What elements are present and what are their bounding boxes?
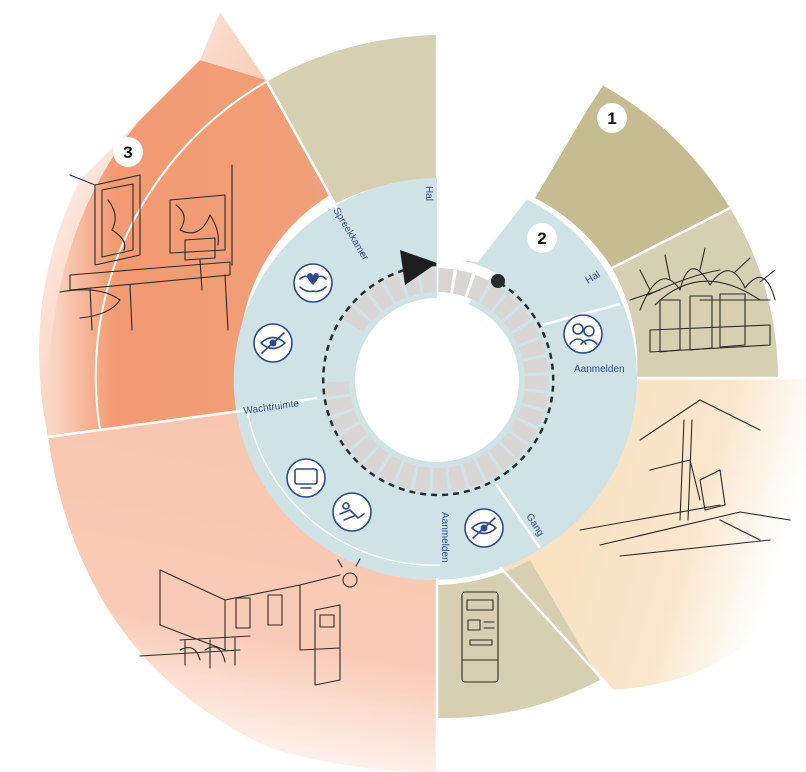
ring-gap: [437, 177, 528, 262]
progress-segment: [384, 274, 407, 303]
svg-text:3: 3: [123, 143, 132, 162]
progress-segment: [368, 282, 394, 311]
sector-peach-corridor: [500, 378, 806, 690]
progress-segment: [480, 282, 506, 311]
start-dot: [491, 274, 505, 288]
progress-segment: [516, 405, 545, 427]
progress-segment: [419, 268, 436, 294]
sketch-consult-room: [59, 164, 233, 331]
sector-sand-light-right: [612, 208, 778, 378]
progress-segment: [342, 306, 371, 333]
sketch-kiosk: [461, 591, 499, 683]
marker-2: 2: [527, 223, 557, 253]
svg-text:1: 1: [607, 109, 616, 128]
progress-segment: [395, 461, 417, 489]
progress-segment: [339, 423, 368, 449]
progress-segment: [452, 269, 473, 297]
tv-icon: [286, 458, 326, 498]
progress-segment: [432, 467, 448, 492]
progress-segment: [331, 410, 360, 433]
progress-segment: [438, 268, 454, 293]
progress-segment: [521, 391, 549, 410]
progress-segment: [512, 321, 540, 345]
progress-segment: [492, 293, 520, 321]
progress-segment: [489, 443, 516, 471]
sector-dividers: [47, 35, 806, 772]
progress-segment: [325, 381, 351, 398]
label-aanmelden-bottom: Aanmelden: [439, 512, 450, 563]
progress-segment: [524, 375, 550, 391]
progress-segment: [523, 356, 549, 374]
progress-segment: [363, 446, 390, 474]
progress-segment: [350, 435, 378, 463]
marker-1: 1: [597, 103, 627, 133]
care-heart-icon: [293, 263, 333, 303]
sector-salmon-waiting-area: [48, 410, 437, 772]
progress-segment: [503, 306, 531, 332]
progress-segment: [467, 274, 490, 303]
progress-segment: [500, 431, 528, 458]
label-hal-top: Hal: [423, 186, 434, 201]
relax-icon: [332, 492, 372, 532]
marker-3: 3: [113, 137, 143, 167]
inner-ring-main: [236, 177, 638, 579]
sketch-waiting-room: [139, 558, 361, 686]
hidden-eye-icon-bottom: [464, 508, 504, 548]
sector-sand-dark-1: [535, 85, 730, 268]
center-hole: [355, 298, 519, 462]
progress-dashed-track: [321, 263, 555, 497]
progress-segment: [354, 293, 381, 321]
progress-segments: [325, 268, 550, 492]
progress-segment: [326, 396, 354, 416]
progress-segment: [518, 338, 546, 359]
group-icon: [563, 314, 603, 354]
sector-orange-outer: [39, 12, 266, 437]
progress-segment: [509, 419, 538, 444]
progress-segment: [448, 464, 467, 492]
end-arrow: [400, 250, 437, 285]
progress-segment: [476, 452, 501, 481]
progress-segment: [462, 459, 485, 488]
progress-segment: [413, 466, 431, 492]
progress-segment: [378, 455, 403, 483]
label-aanmelden-right: Aanmelden: [574, 364, 625, 375]
sketch-corridor: [579, 399, 791, 557]
sector-sand-top: [266, 35, 437, 204]
hidden-eye-icon: [253, 323, 293, 363]
sketch-hall-plants: [629, 247, 776, 353]
svg-text:2: 2: [537, 229, 546, 248]
